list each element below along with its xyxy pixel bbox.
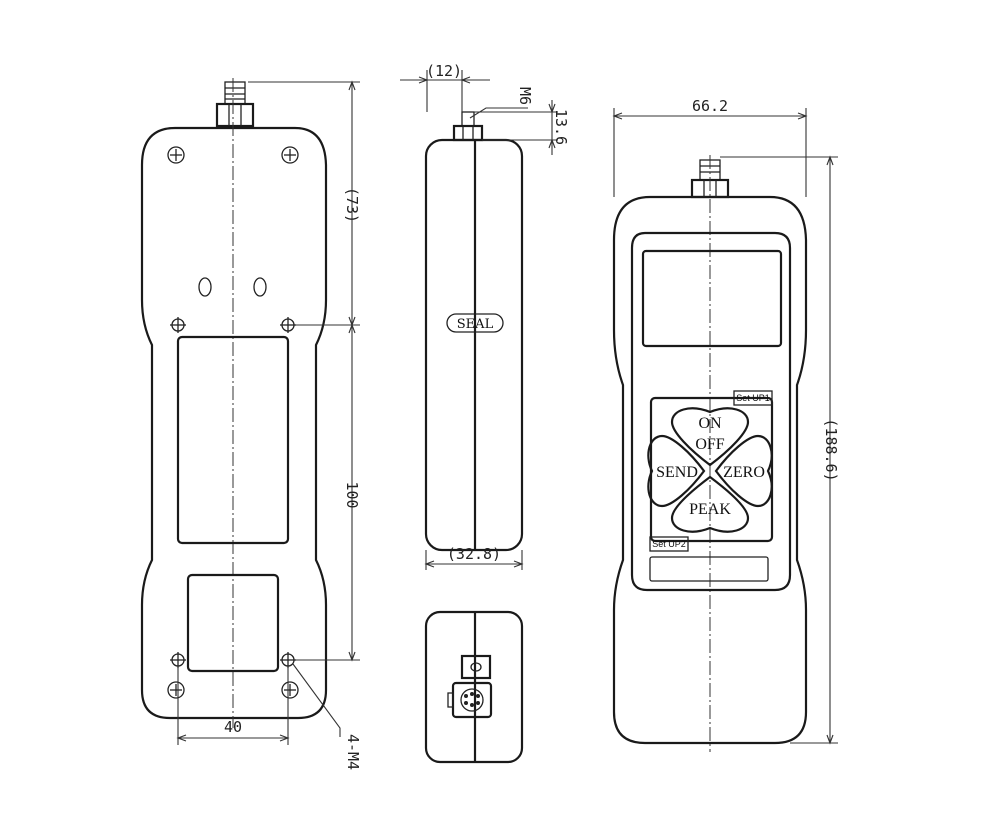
bottom-view xyxy=(424,610,524,764)
dim-mount-holes: 4-M4 xyxy=(344,734,362,770)
side-view: SEAL (12) M6 13.6 (3 xyxy=(400,62,570,570)
dim-hole-spacing-vertical: 100 xyxy=(343,481,361,508)
dimension-horizontal xyxy=(612,108,808,197)
screw-icon xyxy=(167,681,185,699)
back-view-hole xyxy=(198,277,212,297)
on-label: ON xyxy=(698,415,722,432)
dimension-horizontal xyxy=(400,70,490,112)
dim-hole-spacing-horizontal: 40 xyxy=(224,718,242,736)
dim-top-section: (73) xyxy=(343,187,361,223)
screw-icon xyxy=(281,681,299,699)
set-up2-label: Set UP2 xyxy=(652,539,686,549)
thread-leader xyxy=(469,107,528,119)
dim-width: 66.2 xyxy=(692,97,728,115)
dim-thread-length: 13.6 xyxy=(552,109,570,145)
front-view-body-outline xyxy=(612,195,808,745)
dimension-horizontal xyxy=(424,550,524,570)
dim-tip-width: (12) xyxy=(426,62,462,80)
front-panel xyxy=(630,231,792,592)
side-view-shaft xyxy=(452,111,484,142)
set-up1-tag xyxy=(733,390,773,406)
screw-icon xyxy=(281,146,299,164)
front-view: Set UP1 Set UP2 ON OFF SEND ZERO PEAK 66… xyxy=(612,97,840,752)
screw-icon xyxy=(167,146,185,164)
mount-hole-leader xyxy=(292,663,341,737)
dimension-vertical xyxy=(720,155,838,745)
peak-button[interactable] xyxy=(670,475,750,533)
zero-button[interactable] xyxy=(714,434,773,508)
set-up1-label: Set UP1 xyxy=(736,393,770,403)
dim-side-depth: (32.8) xyxy=(447,545,501,563)
peak-label: PEAK xyxy=(689,501,731,518)
back-view: (73) 100 40 4-M4 xyxy=(140,78,362,770)
zero-label: ZERO xyxy=(723,464,765,481)
send-button[interactable] xyxy=(647,434,706,508)
dim-total-height: (188.6) xyxy=(822,418,840,481)
dim-thread: M6 xyxy=(516,87,534,105)
lcd-display xyxy=(641,249,783,348)
power-jack-icon xyxy=(460,654,492,680)
seal-label-frame xyxy=(446,313,504,333)
connector-port-icon xyxy=(447,681,493,719)
label-strip xyxy=(649,556,769,582)
seal-label: SEAL xyxy=(457,317,494,332)
back-view-battery-cover xyxy=(186,573,280,673)
mount-hole-icon xyxy=(280,317,296,333)
mount-hole-icon xyxy=(170,317,186,333)
dimension-vertical xyxy=(248,80,360,662)
mount-hole-icon xyxy=(170,652,186,668)
off-label: OFF xyxy=(695,436,724,453)
dimension-horizontal xyxy=(176,666,290,745)
on-off-button[interactable] xyxy=(670,407,750,467)
dimension-vertical xyxy=(474,100,558,155)
power-jack-hole xyxy=(470,662,482,672)
send-label: SEND xyxy=(656,464,698,481)
back-view-shaft xyxy=(215,81,255,128)
back-view-body-outline xyxy=(140,126,328,720)
back-view-hole xyxy=(253,277,267,297)
back-view-label-area xyxy=(176,335,290,545)
set-up2-tag xyxy=(649,536,689,552)
